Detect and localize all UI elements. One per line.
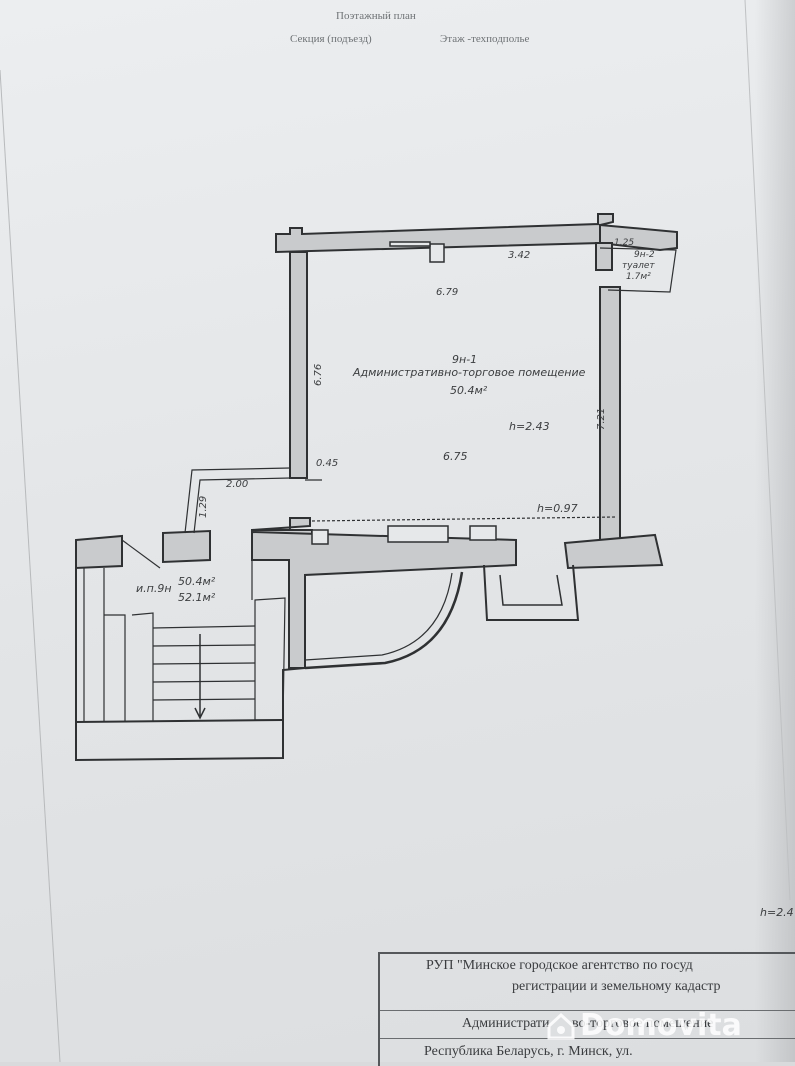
dim-bottom-inner: 6.75	[443, 450, 468, 463]
summary-label: и.п.9н	[136, 582, 172, 595]
section-label: Секция (подъезд)	[290, 33, 372, 45]
summary-area-2: 52.1м²	[178, 591, 216, 604]
entry-block-right	[162, 529, 211, 564]
window-bottom-3	[469, 525, 497, 541]
room-area: 50.4м²	[450, 384, 488, 397]
stair-rail-2	[131, 612, 154, 722]
dim-right-wall: 7.21	[596, 407, 607, 430]
top-wall-right-end	[599, 223, 678, 252]
room-name: Административно-торговое помещение	[353, 366, 586, 379]
window-height: h=0.97	[537, 502, 578, 515]
stamp-line-4: Республика Беларусь, г. Минск, ул.	[424, 1044, 633, 1059]
toilet-id: 9н-2	[634, 250, 655, 260]
floor-label: Этаж -техподполье	[440, 33, 530, 45]
pit-inner	[499, 574, 563, 606]
toilet-area: 1.7м²	[626, 272, 651, 282]
corner-height: h=2.4	[760, 906, 794, 919]
stair-landing-wall	[254, 597, 286, 721]
corridor-outline-outer	[184, 467, 291, 534]
title-block-stamp: РУП "Минское городское агентство по госу…	[378, 952, 795, 1066]
window-height-dashed-line	[311, 516, 616, 522]
left-wall	[289, 251, 308, 479]
dim-left-wall: 6.76	[313, 363, 324, 386]
toilet-outline	[599, 247, 677, 293]
toilet-partition	[595, 242, 613, 271]
window-bottom-1	[311, 529, 329, 545]
paper-shadow	[755, 0, 795, 1062]
stair-down-arrow	[194, 634, 206, 720]
toilet-name: туалет	[622, 261, 655, 271]
stair-step-1	[152, 625, 256, 629]
leader-line	[121, 539, 161, 569]
entrance-arc-inner	[304, 572, 453, 661]
dim-top-right: 3.42	[508, 250, 531, 261]
paper-fold-line	[0, 69, 61, 1062]
window-top	[429, 243, 445, 263]
stair-outline	[75, 568, 306, 762]
window-sill-top	[389, 241, 431, 247]
stamp-line-2: регистрации и земельному кадастр	[512, 979, 721, 994]
window-bottom-2	[387, 525, 449, 543]
stair-rail-1	[104, 614, 126, 722]
stamp-divider-1	[380, 1010, 795, 1011]
entry-block-left	[75, 534, 123, 570]
paper-fold-line-right	[744, 0, 791, 901]
pit-outer	[483, 564, 580, 621]
stamp-line-3: Администрати	[462, 1016, 550, 1031]
stair-step-4	[152, 680, 256, 683]
dim-ledge: 0.45	[316, 458, 339, 469]
bottom-wall-right	[563, 533, 664, 570]
dim-small-corner: 1.25	[614, 238, 635, 248]
entrance-arc	[304, 571, 464, 670]
dim-corridor-length: 1.29	[198, 495, 209, 518]
dim-top-inner: 6.79	[436, 287, 459, 298]
plan-title: Поэтажный план	[336, 10, 416, 22]
room-height: h=2.43	[509, 420, 550, 433]
entrance-wall	[251, 530, 517, 669]
stamp-line-3b: во-торговое помещение	[572, 1016, 714, 1031]
stamp-divider-2	[380, 1038, 795, 1039]
dim-corridor-width: 2.00	[226, 479, 249, 490]
corridor-outline-inner	[193, 477, 291, 534]
stamp-line-1: РУП "Минское городское агентство по госу…	[426, 958, 693, 973]
house-logo-icon	[547, 1012, 575, 1040]
stair-base-line	[75, 719, 284, 723]
stair-step-3	[152, 662, 256, 665]
summary-area-1: 50.4м²	[178, 575, 216, 588]
watermark-text: Domovita	[580, 1008, 742, 1043]
stair-step-5	[152, 698, 256, 701]
stair-step-2	[152, 644, 256, 647]
room-id: 9н-1	[452, 353, 478, 366]
